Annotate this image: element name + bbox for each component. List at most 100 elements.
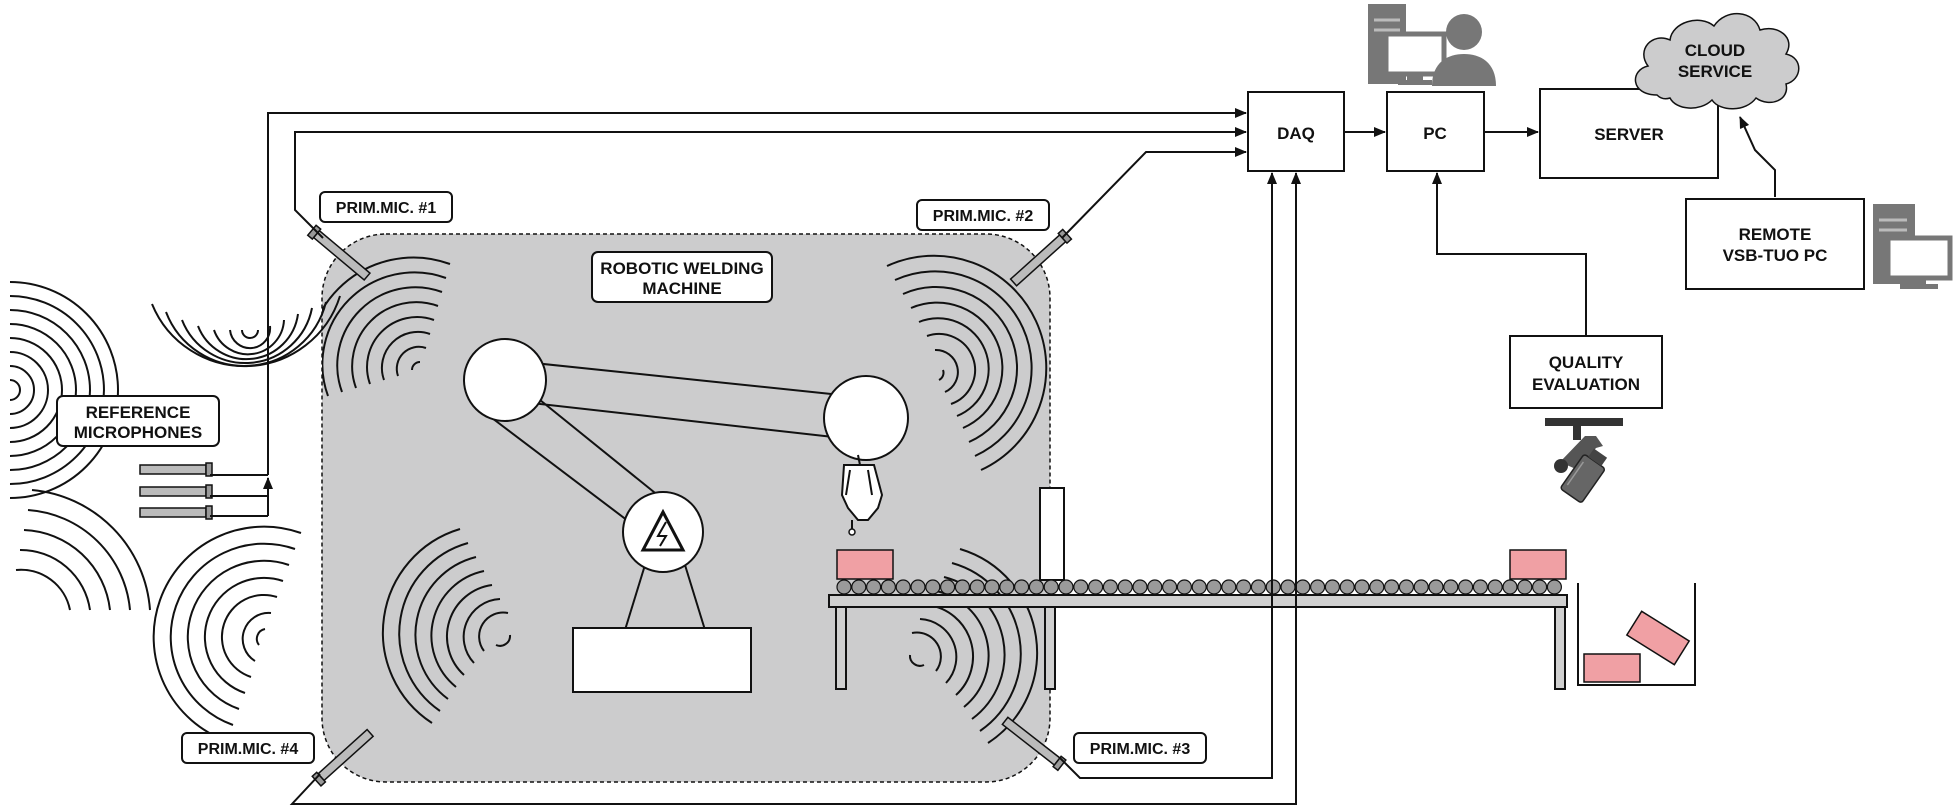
conveyor-roller xyxy=(1443,579,1459,595)
desktop-computer-icon xyxy=(1873,204,1953,289)
cloud-label-1: CLOUD xyxy=(1685,41,1745,60)
robot-label: ROBOTIC WELDING MACHINE xyxy=(591,251,773,303)
sensor-post xyxy=(1039,487,1065,581)
conveyor-roller xyxy=(1102,579,1119,595)
mic2-text: PRIM.MIC. #2 xyxy=(933,208,1034,225)
workpiece-2 xyxy=(1509,549,1567,580)
conveyor-roller xyxy=(1147,579,1163,595)
microphone-icon xyxy=(139,462,213,477)
conveyor-roller xyxy=(1132,579,1148,595)
microphone-icon xyxy=(139,505,213,520)
conveyor-roller xyxy=(1383,579,1400,595)
conveyor-roller xyxy=(1369,579,1385,595)
conveyor-roller xyxy=(984,579,1000,595)
mic1-text: PRIM.MIC. #1 xyxy=(336,200,437,217)
pc-box: PC xyxy=(1386,91,1485,172)
conveyor-roller xyxy=(1309,579,1326,595)
mic4-text: PRIM.MIC. #4 xyxy=(198,741,299,758)
conveyor-roller xyxy=(1487,579,1503,595)
conveyor-roller xyxy=(1250,579,1267,595)
quality-label-2: EVALUATION xyxy=(1532,375,1640,394)
robot-arm xyxy=(463,338,909,693)
workpiece-3 xyxy=(1583,653,1641,683)
conveyor-roller xyxy=(1472,579,1489,595)
pc-label: PC xyxy=(1423,124,1447,143)
workpiece-1 xyxy=(836,549,894,580)
quality-label-1: QUALITY xyxy=(1549,353,1624,372)
conveyor-roller xyxy=(910,579,926,595)
conveyor-roller xyxy=(1457,579,1474,595)
conveyor-roller xyxy=(1087,579,1104,595)
conveyor-roller xyxy=(895,579,911,595)
conveyor-roller xyxy=(1339,579,1355,595)
remote-pc-box: REMOTE VSB-TUO PC xyxy=(1685,198,1865,290)
ref-label-2: MICROPHONES xyxy=(74,423,202,442)
conveyor-roller xyxy=(1413,579,1429,595)
workpiece-4 xyxy=(1625,610,1691,666)
conveyor-roller xyxy=(1206,579,1222,595)
mic2-label: PRIM.MIC. #2 xyxy=(916,199,1050,231)
robot-base xyxy=(572,627,752,693)
conveyor-roller xyxy=(1117,579,1133,595)
robot-joint-shoulder xyxy=(463,338,547,422)
ref-label-1: REFERENCE xyxy=(86,403,191,422)
conveyor-roller xyxy=(1280,579,1296,595)
cloud-label-2: SERVICE xyxy=(1678,62,1752,81)
conveyor-roller xyxy=(865,579,882,595)
conveyor-roller xyxy=(1235,579,1252,595)
conveyor-roller xyxy=(1295,579,1311,595)
welding-torch xyxy=(840,454,884,536)
microphone-icon xyxy=(139,484,213,499)
conveyor-roller xyxy=(1502,579,1518,595)
mic3-label: PRIM.MIC. #3 xyxy=(1073,732,1207,764)
remote-label-2: VSB-TUO PC xyxy=(1723,246,1828,265)
conveyor-roller xyxy=(1265,579,1281,595)
conveyor-roller xyxy=(1073,579,1089,595)
conveyor-roller xyxy=(969,579,985,595)
connection-lines xyxy=(210,108,1776,805)
conveyor-roller xyxy=(1058,579,1074,595)
mic1-label: PRIM.MIC. #1 xyxy=(319,191,453,223)
primary-microphone-1 xyxy=(306,224,372,282)
server-label: SERVER xyxy=(1594,125,1664,144)
mic4-label: PRIM.MIC. #4 xyxy=(181,732,315,764)
quality-evaluation-box: QUALITY EVALUATION xyxy=(1509,335,1663,409)
reject-bin xyxy=(1577,583,1696,686)
workstation-user-icon xyxy=(1368,4,1496,86)
conveyor-roller xyxy=(1354,579,1370,595)
conveyor-roller xyxy=(1517,579,1533,595)
reference-sound-waves xyxy=(9,281,341,742)
conveyor-roller xyxy=(939,579,956,595)
conveyor-roller xyxy=(1221,579,1237,595)
conveyor-roller xyxy=(1546,579,1563,595)
conveyor-roller xyxy=(1531,579,1548,595)
mic3-text: PRIM.MIC. #3 xyxy=(1090,741,1191,758)
conveyor-roller xyxy=(1013,579,1030,595)
primary-microphone-3 xyxy=(1001,716,1067,772)
conveyor-roller xyxy=(1191,579,1207,595)
conveyor-roller xyxy=(954,579,971,595)
conveyor-roller xyxy=(880,579,897,595)
conveyor-roller xyxy=(836,579,852,595)
robot-joint-elbow xyxy=(823,375,909,461)
conveyor-roller xyxy=(851,579,867,595)
conveyor xyxy=(828,487,1568,690)
conveyor-rollers xyxy=(836,579,1563,595)
conveyor-roller xyxy=(1398,579,1415,595)
conveyor-roller xyxy=(1428,579,1444,595)
conveyor-roller xyxy=(1324,579,1341,595)
remote-label-1: REMOTE xyxy=(1739,225,1812,244)
camera-icon xyxy=(1545,418,1623,503)
reference-microphones xyxy=(139,462,213,520)
conveyor-roller xyxy=(1176,579,1193,595)
conveyor-roller xyxy=(999,579,1015,595)
daq-label: DAQ xyxy=(1277,124,1315,143)
reference-microphones-label: REFERENCE MICROPHONES xyxy=(56,395,220,447)
conveyor-roller xyxy=(1161,579,1178,595)
robot-label-1: ROBOTIC WELDING xyxy=(600,259,763,278)
primary-microphone-4 xyxy=(311,728,375,788)
conveyor-roller xyxy=(1028,579,1045,595)
conveyor-roller xyxy=(1043,579,1059,595)
